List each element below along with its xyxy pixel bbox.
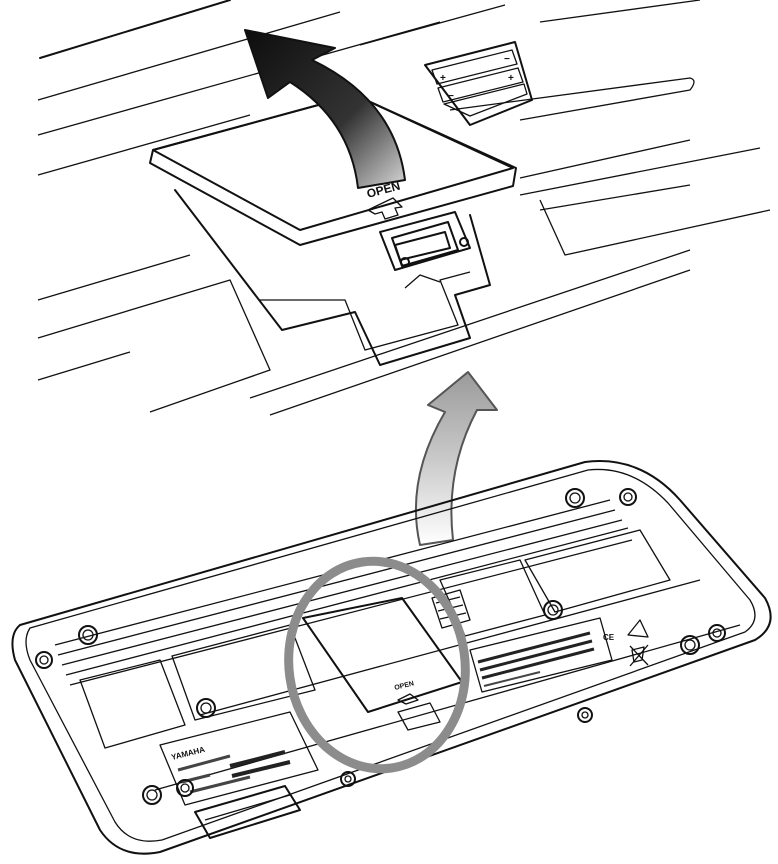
closeup-panel: + − − + OPEN (37, 0, 771, 416)
svg-text:−: − (448, 91, 454, 102)
zoom-arrow-icon (414, 371, 498, 546)
warning-label: CE (469, 617, 649, 693)
screw-icon (340, 771, 356, 787)
screw-icon (196, 698, 216, 718)
screw-icon (78, 625, 98, 645)
svg-text:+: + (440, 73, 446, 84)
surface-line (539, 184, 691, 211)
svg-text:−: − (504, 54, 510, 65)
battery-polarity-icon: + − − + (424, 41, 533, 126)
surface-line (519, 139, 691, 179)
surface-edge-line (39, 0, 231, 59)
brand-label: YAMAHA (170, 745, 206, 762)
surface-line (249, 249, 691, 399)
keyboard-rim (25, 468, 756, 842)
svg-text:CE: CE (603, 633, 615, 642)
surface-line (269, 269, 691, 416)
product-label-plate: YAMAHA (159, 711, 319, 806)
foot-pad (79, 659, 186, 749)
screw-icon (565, 488, 585, 508)
cover-open-label-small: OPEN (394, 680, 415, 692)
rail-line (57, 509, 616, 656)
surface-line (37, 254, 191, 301)
surface-line (37, 11, 341, 101)
lift-arrow-icon (244, 29, 406, 189)
screw-icon (35, 651, 53, 669)
screw-icon (680, 635, 700, 655)
body-line (199, 579, 701, 716)
foot-pad (524, 529, 671, 613)
ce-mark-icon: CE (603, 633, 615, 642)
compartment-notch (404, 274, 441, 289)
surface-line (359, 4, 506, 46)
keyboard-body (11, 460, 772, 855)
recycle-bin-icon (629, 644, 649, 667)
open-arrow-icon (367, 197, 403, 220)
rail-line (61, 519, 623, 666)
warning-triangle-icon (627, 619, 649, 638)
foot-pad (171, 624, 316, 721)
screw-icon (619, 488, 637, 506)
cover-tab (397, 702, 441, 731)
screw-icon (543, 600, 563, 620)
label-text-block (189, 775, 251, 794)
rail-line (69, 539, 633, 686)
label-text-block (229, 750, 286, 768)
battery-compartment (174, 189, 491, 366)
surface-line (37, 114, 251, 176)
keyboard-underside: YAMAHA CE (11, 460, 772, 855)
surface-line (539, 0, 701, 23)
rail-line (65, 527, 629, 676)
label-text-block (177, 754, 231, 772)
rubber-foot-line (204, 794, 291, 821)
surface-panel (37, 279, 271, 413)
screw-icon (176, 779, 194, 797)
surface-line (37, 351, 131, 381)
cover-latch (379, 211, 471, 271)
open-arrow-icon-small (397, 693, 419, 705)
compartment-inner (260, 271, 471, 351)
surface-panel (449, 77, 695, 121)
screw-icon (708, 624, 726, 642)
label-text-block (231, 760, 291, 778)
surface-line (519, 147, 761, 196)
rubber-foot (194, 785, 301, 839)
surface-panel (539, 199, 771, 256)
screw-icon (142, 785, 162, 805)
screw-icon (577, 707, 593, 723)
svg-text:+: + (508, 73, 514, 84)
highlight-ring (284, 556, 470, 774)
